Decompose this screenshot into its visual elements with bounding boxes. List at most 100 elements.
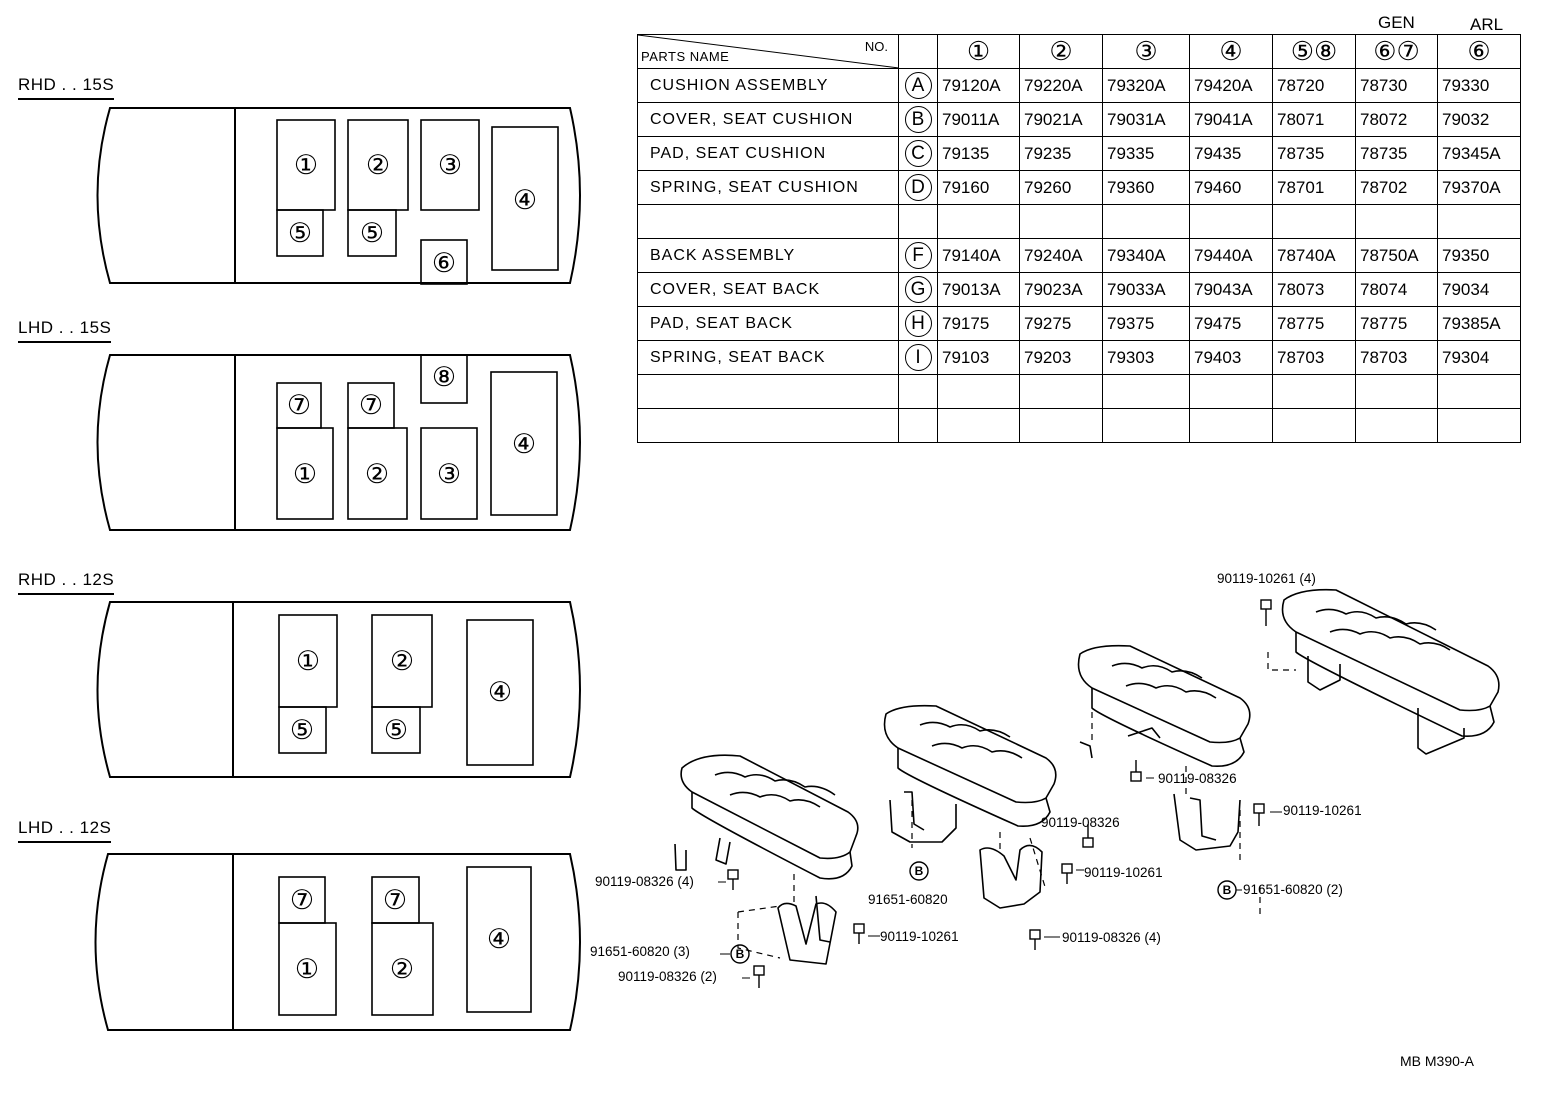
part-number-cell: 79203 bbox=[1019, 340, 1103, 375]
part-number-cell: 79375 bbox=[1102, 306, 1190, 341]
callout-bolt: 90119-10261 (4) bbox=[1217, 571, 1316, 586]
table-row bbox=[637, 204, 1521, 239]
seat-num: ① bbox=[296, 646, 320, 676]
part-number-cell bbox=[1189, 408, 1273, 443]
part-ref-cell: C bbox=[898, 136, 938, 171]
part-number-cell: 78701 bbox=[1272, 170, 1356, 205]
col-header: ④ bbox=[1189, 34, 1273, 69]
part-number-cell: 78735 bbox=[1355, 136, 1438, 171]
col-header: ① bbox=[937, 34, 1020, 69]
part-number-cell: 79032 bbox=[1437, 102, 1521, 137]
seat-num: ③ bbox=[437, 459, 461, 489]
part-number-cell: 79345A bbox=[1437, 136, 1521, 171]
part-number-cell: 79135 bbox=[937, 136, 1020, 171]
callout-bolt: 90119-10261 bbox=[880, 929, 959, 944]
callout-bolt: 90119-08326 bbox=[1041, 815, 1120, 830]
layout-label-rhd-12s: RHD . . 12S bbox=[18, 570, 115, 595]
seat-num: ② bbox=[366, 150, 390, 180]
header-ref-blank bbox=[898, 34, 938, 69]
seat-num: ② bbox=[390, 646, 414, 676]
part-ref-cell bbox=[898, 374, 938, 409]
layout-label-lhd-15s: LHD . . 15S bbox=[18, 318, 112, 343]
seat-num: ① bbox=[293, 459, 317, 489]
ref-b: B bbox=[1223, 883, 1232, 897]
seat-num: ① bbox=[294, 150, 318, 180]
seat-num: ④ bbox=[513, 185, 537, 215]
part-ref-letter: I bbox=[904, 344, 932, 371]
part-number-cell: 78775 bbox=[1355, 306, 1438, 341]
part-number-cell: 79023A bbox=[1019, 272, 1103, 307]
ref-b: B bbox=[736, 947, 745, 961]
part-number-cell: 79340A bbox=[1102, 238, 1190, 273]
part-ref-cell: H bbox=[898, 306, 938, 341]
part-number-cell: 79435 bbox=[1189, 136, 1273, 171]
vehicle-outline-rhd-15s bbox=[96, 107, 581, 284]
part-number-cell bbox=[937, 408, 1020, 443]
part-number-cell: 78703 bbox=[1272, 340, 1356, 375]
part-number-cell bbox=[1019, 204, 1103, 239]
table-header-row: PARTS NAME NO. ① ② ③ ④ ⑤⑧ ⑥⑦ ⑥ bbox=[637, 34, 1521, 69]
part-number-cell: 79475 bbox=[1189, 306, 1273, 341]
seat-cushion-4 bbox=[1281, 588, 1500, 755]
part-number-cell bbox=[1437, 204, 1521, 239]
seat-num: ⑤ bbox=[290, 715, 314, 745]
part-number-cell: 79304 bbox=[1437, 340, 1521, 375]
part-number-cell: 78072 bbox=[1355, 102, 1438, 137]
part-number-cell bbox=[1189, 374, 1273, 409]
seat-cushion-3 bbox=[1077, 644, 1251, 768]
part-name: SPRING, SEAT BACK bbox=[637, 340, 899, 375]
part-number-cell: 78703 bbox=[1355, 340, 1438, 375]
header-parts-name: PARTS NAME bbox=[641, 49, 730, 64]
part-ref-cell bbox=[898, 408, 938, 443]
vehicle-outline-lhd-15s bbox=[96, 354, 581, 531]
layout-label-lhd-12s: LHD . . 12S bbox=[18, 818, 112, 843]
part-number-cell: 79275 bbox=[1019, 306, 1103, 341]
seat-num: ② bbox=[365, 459, 389, 489]
seat-num: ⑦ bbox=[290, 885, 314, 915]
group-label-gen: GEN bbox=[1378, 13, 1415, 32]
part-number-cell: 79260 bbox=[1019, 170, 1103, 205]
part-number-cell: 78750A bbox=[1355, 238, 1438, 273]
part-number-cell: 78735 bbox=[1272, 136, 1356, 171]
seat-num: ⑥ bbox=[432, 248, 456, 278]
part-number-cell: 79140A bbox=[937, 238, 1020, 273]
vehicle-outline-rhd-12s bbox=[96, 601, 581, 778]
col-header: ⑥⑦ bbox=[1355, 34, 1438, 69]
table-row bbox=[637, 408, 1521, 443]
table-row bbox=[637, 374, 1521, 409]
part-ref-cell: D bbox=[898, 170, 938, 205]
seat-num: ⑦ bbox=[287, 390, 311, 420]
part-number-cell: 79220A bbox=[1019, 68, 1103, 103]
part-number-cell: 79303 bbox=[1102, 340, 1190, 375]
part-number-cell bbox=[1437, 408, 1521, 443]
seat-num: ④ bbox=[488, 677, 512, 707]
part-number-cell: 79320A bbox=[1102, 68, 1190, 103]
part-name: SPRING, SEAT CUSHION bbox=[637, 170, 899, 205]
part-ref-letter: G bbox=[904, 276, 932, 303]
part-number-cell bbox=[1189, 204, 1273, 239]
part-number-cell: 79031A bbox=[1102, 102, 1190, 137]
part-number-cell: 78074 bbox=[1355, 272, 1438, 307]
callout-bolt: 90119-08326 (4) bbox=[1062, 930, 1161, 945]
part-name: COVER, SEAT BACK bbox=[637, 272, 899, 307]
part-ref-cell: F bbox=[898, 238, 938, 273]
part-number-cell: 79350 bbox=[1437, 238, 1521, 273]
part-number-cell: 79460 bbox=[1189, 170, 1273, 205]
part-ref-letter: D bbox=[904, 174, 932, 201]
part-number-cell: 79420A bbox=[1189, 68, 1273, 103]
part-number-cell: 78073 bbox=[1272, 272, 1356, 307]
part-name: BACK ASSEMBLY bbox=[637, 238, 899, 273]
part-number-cell bbox=[1355, 204, 1438, 239]
seat-cushion-2 bbox=[883, 704, 1057, 828]
seat-cushion-1 bbox=[680, 754, 859, 880]
part-number-cell bbox=[1272, 204, 1356, 239]
part-number-cell: 79120A bbox=[937, 68, 1020, 103]
part-number-cell: 79370A bbox=[1437, 170, 1521, 205]
